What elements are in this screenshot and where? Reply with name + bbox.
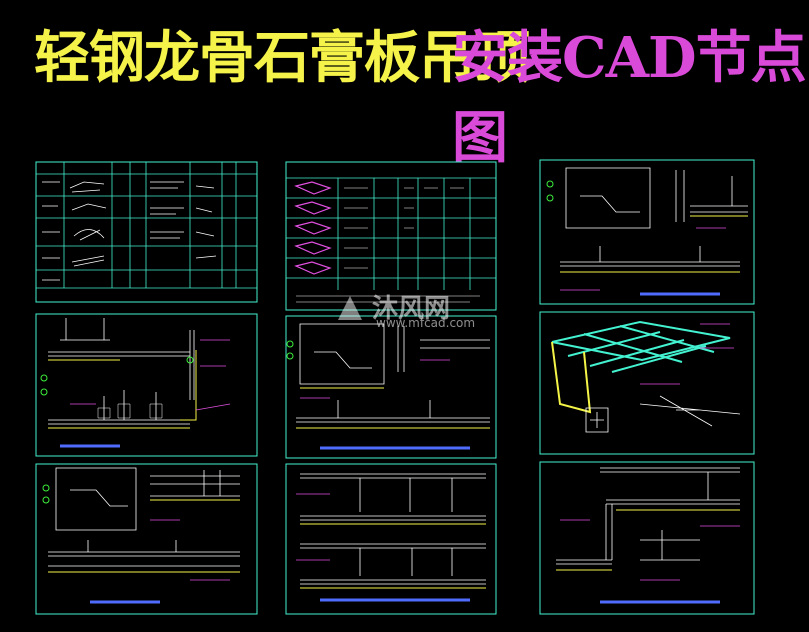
drawing-title: 轻钢龙骨石膏板吊顶 安装CAD节点图 (0, 18, 809, 171)
sheet-2-wall-joint-section (285, 315, 497, 459)
title-part-magenta: 安装CAD节点图 (452, 25, 807, 171)
sheet-3-isometric-keel (539, 311, 755, 455)
title-part-yellow: 轻钢龙骨石膏板吊顶 (34, 25, 530, 91)
sheet-1-material-table (35, 161, 258, 303)
sheet-3-edge-detail (539, 159, 755, 305)
sheet-2-keel-spec-table (285, 161, 497, 311)
sheet-2-hanger-section (285, 463, 497, 615)
sheet-1-detail-lower (35, 463, 258, 615)
sheet-1-ceiling-section (35, 313, 258, 457)
sheet-3-corner-section (539, 461, 755, 615)
